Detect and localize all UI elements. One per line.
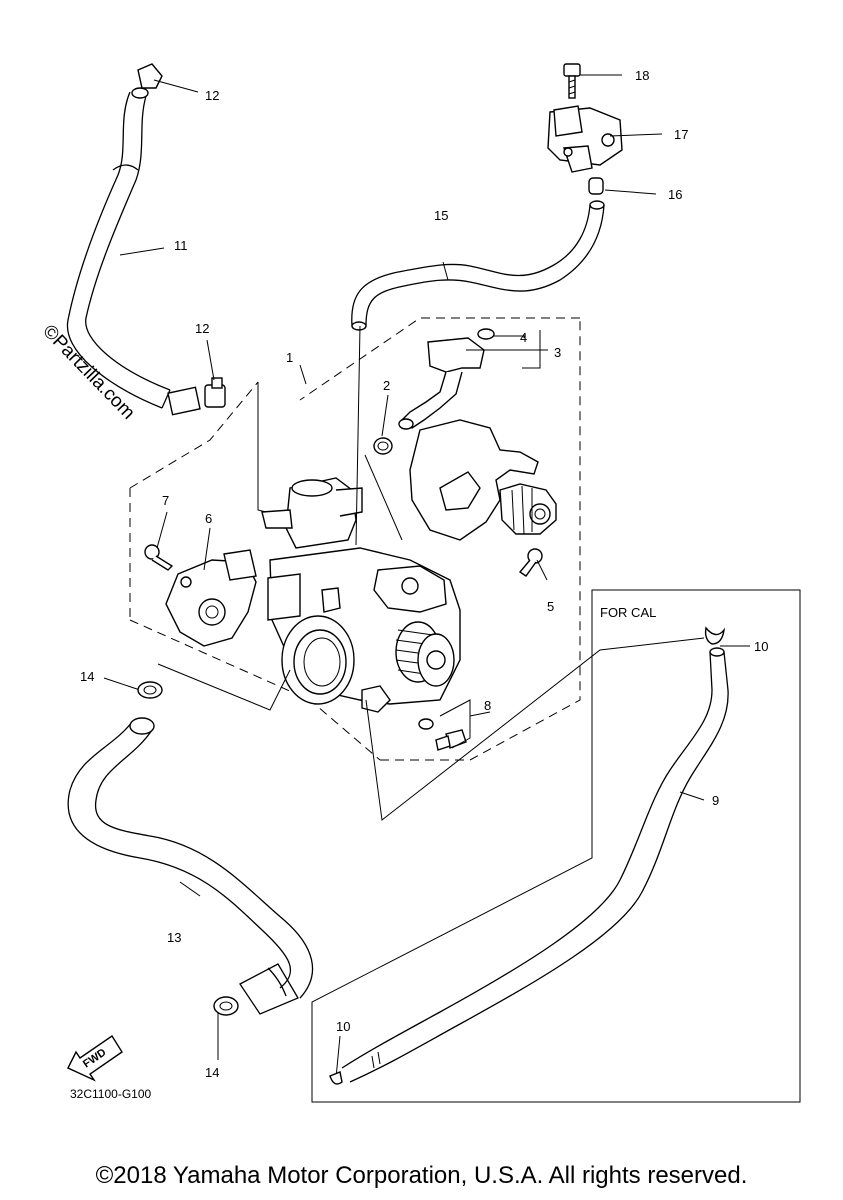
callout-2[interactable]: 2	[383, 378, 390, 393]
hose-13[interactable]	[67, 717, 314, 1015]
callout-15[interactable]: 15	[434, 208, 448, 223]
isc-valve-housing[interactable]	[409, 419, 557, 541]
callout-14a[interactable]: 14	[80, 669, 94, 684]
clip-12-top[interactable]	[131, 63, 163, 99]
throttle-position-sensor-6[interactable]	[165, 549, 257, 647]
callout-4[interactable]: 4	[520, 330, 527, 345]
seal-2[interactable]	[373, 437, 393, 455]
callout-12a[interactable]: 12	[205, 88, 219, 103]
callout-labels: 12 11 12 1 2 4 3 15 18 17 16 7 6 5 10 14…	[80, 68, 768, 1080]
screw-7[interactable]	[144, 544, 174, 571]
leader-lines	[103, 74, 750, 1079]
clip-16[interactable]	[588, 177, 604, 195]
callout-17[interactable]: 17	[674, 127, 688, 142]
callout-7[interactable]: 7	[162, 493, 169, 508]
callout-6[interactable]: 6	[205, 511, 212, 526]
clip-10-bottom[interactable]	[329, 1071, 343, 1085]
hose-11[interactable]	[66, 91, 201, 416]
clip-14-bottom[interactable]	[213, 996, 239, 1016]
hose-9[interactable]	[341, 647, 729, 1083]
pressure-sensor-17[interactable]	[547, 105, 623, 173]
clip-12-mid[interactable]	[204, 377, 226, 408]
callout-9[interactable]: 9	[712, 793, 719, 808]
callout-10b[interactable]: 10	[336, 1019, 350, 1034]
copyright-notice: ©2018 Yamaha Motor Corporation, U.S.A. A…	[95, 1162, 748, 1189]
callout-11[interactable]: 11	[174, 238, 188, 253]
callout-3[interactable]: 3	[554, 345, 561, 360]
o-ring-4[interactable]	[477, 328, 495, 340]
callout-1[interactable]: 1	[286, 350, 293, 365]
fuel-injector-3[interactable]	[398, 337, 485, 430]
for-cal-label: FOR CAL	[600, 605, 656, 620]
clip-10-top[interactable]	[704, 626, 726, 645]
callout-13[interactable]: 13	[167, 930, 181, 945]
screw-5[interactable]	[518, 548, 543, 577]
callout-5[interactable]: 5	[547, 599, 554, 614]
callout-12b[interactable]: 12	[195, 321, 209, 336]
callout-14b[interactable]: 14	[205, 1065, 219, 1080]
clip-14-top[interactable]	[137, 681, 163, 699]
bolt-18[interactable]	[563, 63, 581, 99]
throttle-body-main[interactable]	[261, 477, 461, 713]
diagram-code: 32C1100-G100	[70, 1087, 151, 1101]
watermark-text: ©Partzilla.com	[38, 321, 138, 424]
callout-8[interactable]: 8	[484, 698, 491, 713]
callout-18[interactable]: 18	[635, 68, 649, 83]
callout-10a[interactable]: 10	[754, 639, 768, 654]
hose-15[interactable]	[351, 200, 605, 331]
callout-16[interactable]: 16	[668, 187, 682, 202]
fwd-arrow-icon: FWD	[67, 1035, 123, 1082]
adjust-screw-8[interactable]	[418, 718, 467, 751]
for-cal-box: FOR CAL	[311, 589, 801, 1103]
